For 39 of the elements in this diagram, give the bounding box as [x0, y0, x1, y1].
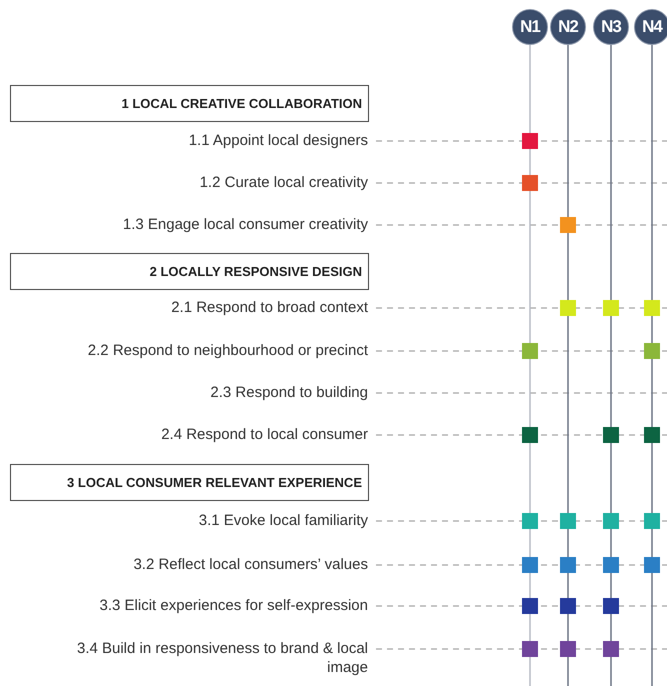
colored-marker: [522, 343, 538, 359]
colored-marker: [644, 427, 660, 443]
colored-marker: [560, 300, 576, 316]
colored-marker: [603, 300, 619, 316]
colored-marker: [560, 217, 576, 233]
colored-marker: [644, 300, 660, 316]
colored-marker: [522, 641, 538, 657]
colored-marker: [560, 513, 576, 529]
colored-marker: [560, 557, 576, 573]
colored-marker: [644, 557, 660, 573]
colored-marker: [560, 598, 576, 614]
colored-marker: [603, 427, 619, 443]
row-label: 3.2 Reflect local consumers’ values: [132, 555, 368, 574]
colored-marker: [522, 557, 538, 573]
row-label: 2.4 Respond to local consumer: [160, 425, 368, 444]
colored-marker: [522, 175, 538, 191]
row-label: 2.3 Respond to building: [209, 383, 368, 402]
colored-marker: [522, 133, 538, 149]
row-label: 3.4 Build in responsiveness to brand & local image: [76, 639, 368, 677]
section-header-box: 1 LOCAL CREATIVE COLLABORATION: [10, 85, 369, 122]
colored-marker: [644, 343, 660, 359]
colored-marker: [522, 598, 538, 614]
row-label: 3.3 Elicit experiences for self-expression: [98, 596, 368, 615]
colored-marker: [644, 513, 660, 529]
section-header-box: 2 LOCALLY RESPONSIVE DESIGN: [10, 253, 369, 290]
row-label: 1.3 Engage local consumer creativity: [122, 215, 368, 234]
colored-marker: [603, 598, 619, 614]
colored-marker: [522, 427, 538, 443]
row-label: 2.1 Respond to broad context: [170, 298, 368, 317]
colored-marker: [603, 513, 619, 529]
row-label: 1.1 Appoint local designers: [188, 131, 368, 150]
colored-marker: [603, 641, 619, 657]
row-label: 3.1 Evoke local familiarity: [198, 511, 368, 530]
section-header-box: 3 LOCAL CONSUMER RELEVANT EXPERIENCE: [10, 464, 369, 501]
colored-marker: [522, 513, 538, 529]
row-label: 1.2 Curate local creativity: [198, 173, 368, 192]
colored-marker: [603, 557, 619, 573]
colored-marker: [560, 641, 576, 657]
row-label: 2.2 Respond to neighbourhood or precinct: [86, 341, 368, 360]
